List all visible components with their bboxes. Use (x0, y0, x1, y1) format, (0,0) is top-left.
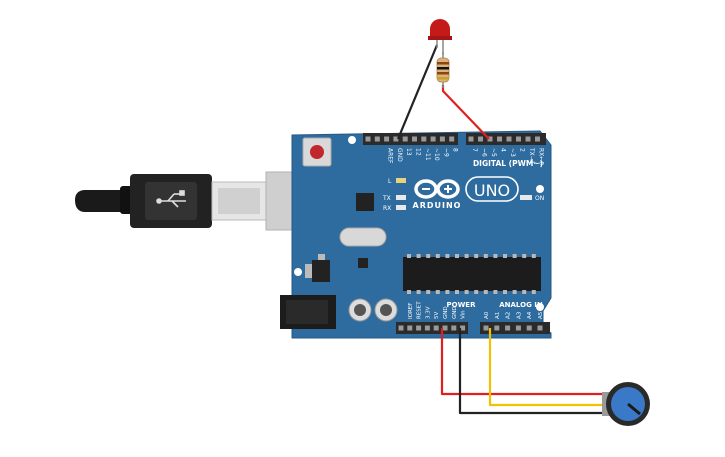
usb-chip (356, 193, 374, 211)
bottom-pin-label: Vin (461, 310, 467, 319)
led-tx-label: TX (382, 195, 391, 202)
infinity-logo-icon (414, 179, 460, 199)
top-pin-label: ~5 (490, 148, 497, 157)
led-l-label: L (388, 178, 392, 185)
wire-a0-to-pot[interactable] (488, 328, 605, 407)
model-label: UNO (474, 181, 510, 200)
reset-button[interactable] (302, 137, 332, 167)
usb-icon (156, 190, 186, 208)
crystal (339, 227, 387, 247)
brand-label: ARDUINO (413, 201, 462, 210)
mount-hole (536, 303, 544, 311)
usb-cable[interactable] (75, 171, 307, 231)
mount-hole (348, 136, 356, 144)
knob-pointer-icon (627, 402, 641, 416)
analog-header-label: ANALOG IN (499, 301, 543, 309)
top-pin-label: 8 (452, 148, 459, 152)
top-pin-label: RX←0 (538, 148, 545, 165)
bottom-pin-header[interactable] (396, 322, 550, 334)
bottom-pin-label: A2 (506, 312, 512, 319)
arduino-logo: ARDUINO UNO (413, 176, 519, 210)
top-pin-label: 7 (471, 148, 478, 152)
resistor[interactable] (436, 52, 450, 88)
top-pin-label: AREF (387, 148, 394, 164)
top-pin-label: ~11 (424, 148, 431, 161)
top-pin-label: 12 (415, 148, 422, 156)
bottom-pin-label: A0 (484, 311, 490, 319)
voltage-regulator (305, 254, 330, 282)
wire-gnd-to-pot[interactable] (458, 328, 610, 415)
bottom-pin-label: GND (443, 306, 449, 319)
capacitors (348, 298, 398, 322)
wire-gnd-to-led[interactable] (396, 44, 439, 140)
wires[interactable] (396, 44, 610, 415)
mount-hole (294, 268, 302, 276)
microcontroller-chip (403, 254, 541, 294)
power-header-label: POWER (447, 301, 477, 309)
top-pin-label: GND (396, 148, 403, 162)
bottom-pin-label: A3 (516, 311, 522, 319)
bottom-pin-label: A5 (538, 311, 544, 319)
top-pin-label: ~9 (442, 148, 449, 157)
bottom-pin-label: RESET (417, 301, 423, 319)
led-on-label: ON (535, 195, 544, 202)
top-pin-label: ~10 (433, 148, 440, 161)
potentiometer[interactable] (602, 382, 650, 426)
wire-resistor-to-pin[interactable] (441, 85, 490, 140)
top-pin-label: 2 (519, 148, 526, 152)
bottom-pin-label: 5V (434, 312, 440, 319)
top-pin-header[interactable] (363, 133, 546, 145)
bottom-pin-label: IOREF (408, 303, 414, 319)
wire-5v-to-pot[interactable] (440, 328, 608, 396)
bottom-pin-label: GND (452, 306, 458, 319)
bottom-pin-label: A1 (495, 312, 501, 319)
bottom-pin-label: 3.3V (425, 306, 431, 319)
status-leds: L TX RX ON (382, 178, 544, 212)
mount-hole (536, 185, 544, 193)
top-pin-label: ~6 (481, 148, 488, 157)
bottom-pin-label: A4 (527, 311, 533, 319)
top-pin-label: TX→1 (528, 147, 535, 165)
top-pin-label: 13 (405, 148, 412, 156)
small-chip (358, 258, 368, 268)
top-pin-label: 4 (500, 148, 507, 152)
red-led[interactable] (428, 19, 452, 55)
led-rx-label: RX (383, 205, 391, 212)
top-pin-label: ~3 (509, 148, 516, 157)
digital-header-label: DIGITAL (PWM~) (473, 159, 543, 168)
power-jack[interactable] (280, 295, 336, 329)
